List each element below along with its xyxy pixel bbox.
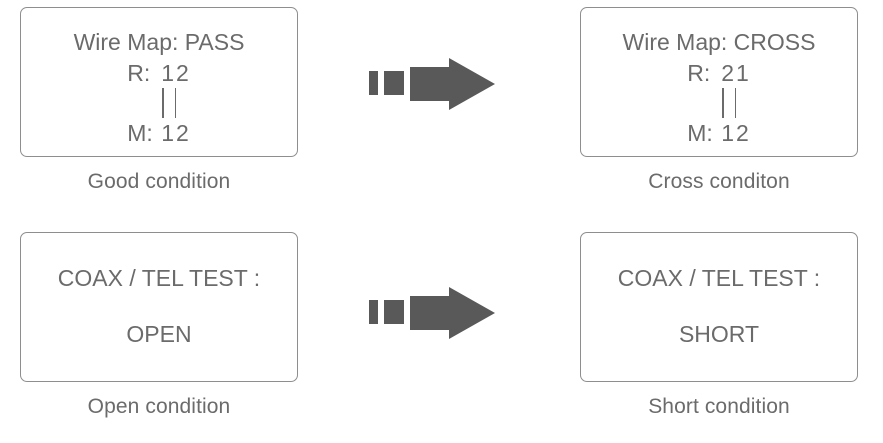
panel-good-condition: Wire Map: PASS R: 12 M: 12 Good conditio… (20, 7, 298, 194)
wire-map-main-row-good: M: 12 (127, 122, 191, 145)
tester-screen-cross: Wire Map: CROSS R: 21 M: 12 (580, 7, 858, 157)
wire-map-main-row-cross: M: 12 (687, 122, 751, 145)
arrow-right-bottom-icon (367, 287, 497, 339)
wire-map-remote-row-cross: R: 21 (687, 62, 751, 85)
wire-map-remote-label-cross: R: (687, 60, 711, 86)
wire-map-main-label-good: M: (127, 120, 153, 146)
wire-map-links-good (161, 88, 177, 118)
wire-map-remote-value-good: 12 (161, 60, 191, 86)
wire-map-remote-value-cross: 21 (721, 60, 751, 86)
wire-link-1-icon (161, 88, 164, 118)
panel-short-condition: COAX / TEL TEST : SHORT Short condition (580, 232, 858, 419)
wire-map-remote-row-good: R: 12 (127, 62, 191, 85)
tester-screen-good: Wire Map: PASS R: 12 M: 12 (20, 7, 298, 157)
coax-test-status-short: SHORT (678, 321, 760, 347)
wire-map-diagram-good: R: 12 M: 12 (21, 62, 297, 145)
arrow-right-top-icon (367, 58, 497, 110)
tester-screen-open: COAX / TEL TEST : OPEN (20, 232, 298, 382)
wire-link-2-icon (174, 88, 177, 118)
wire-map-title-cross: Wire Map: CROSS (622, 29, 816, 55)
wire-map-remote-label-good: R: (127, 60, 151, 86)
panel-open-condition: COAX / TEL TEST : OPEN Open condition (20, 232, 298, 419)
tester-screen-short: COAX / TEL TEST : SHORT (580, 232, 858, 382)
coax-test-title-open: COAX / TEL TEST : (57, 265, 261, 291)
wire-map-main-label-cross: M: (687, 120, 713, 146)
caption-cross-condition: Cross conditon (648, 170, 790, 193)
wire-map-title-good: Wire Map: PASS (73, 29, 245, 55)
wire-map-main-value-cross: 12 (721, 120, 751, 146)
wire-map-main-value-good: 12 (161, 120, 191, 146)
wire-link-1-icon (721, 88, 724, 118)
caption-good-condition: Good condition (87, 170, 231, 193)
caption-short-condition: Short condition (648, 395, 790, 418)
wire-map-diagram-cross: R: 21 M: 12 (581, 62, 857, 145)
wire-link-2-icon (734, 88, 737, 118)
coax-test-title-short: COAX / TEL TEST : (617, 265, 821, 291)
caption-open-condition: Open condition (87, 395, 231, 418)
wire-map-links-cross (721, 88, 737, 118)
panel-cross-condition: Wire Map: CROSS R: 21 M: 12 Cross condit… (580, 7, 858, 194)
coax-test-status-open: OPEN (126, 321, 192, 347)
